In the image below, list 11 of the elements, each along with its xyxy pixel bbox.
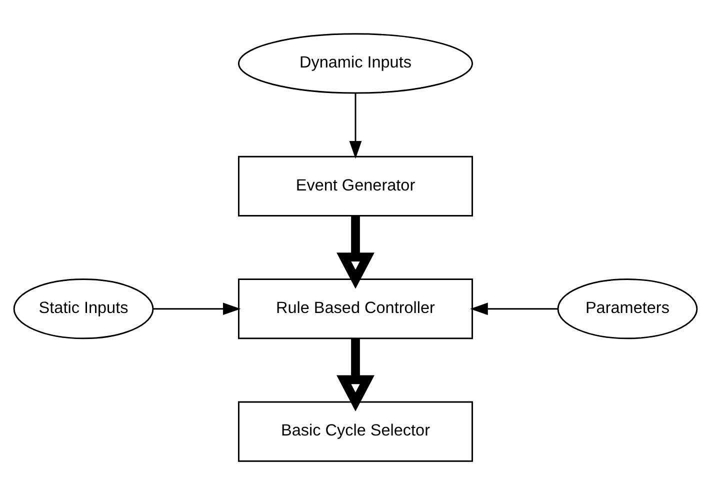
arrow [153,302,241,316]
arrow [349,93,362,159]
node-box: Basic Cycle Selector [238,401,473,462]
node-ellipse: Parameters [557,278,698,340]
node-ellipse: Dynamic Inputs [238,33,473,94]
node-ellipse: Static Inputs [13,278,154,340]
arrow [336,338,374,412]
node-box: Rule Based Controller [238,278,473,340]
node-box: Event Generator [238,156,473,216]
arrow [336,216,374,289]
arrow [470,302,558,316]
